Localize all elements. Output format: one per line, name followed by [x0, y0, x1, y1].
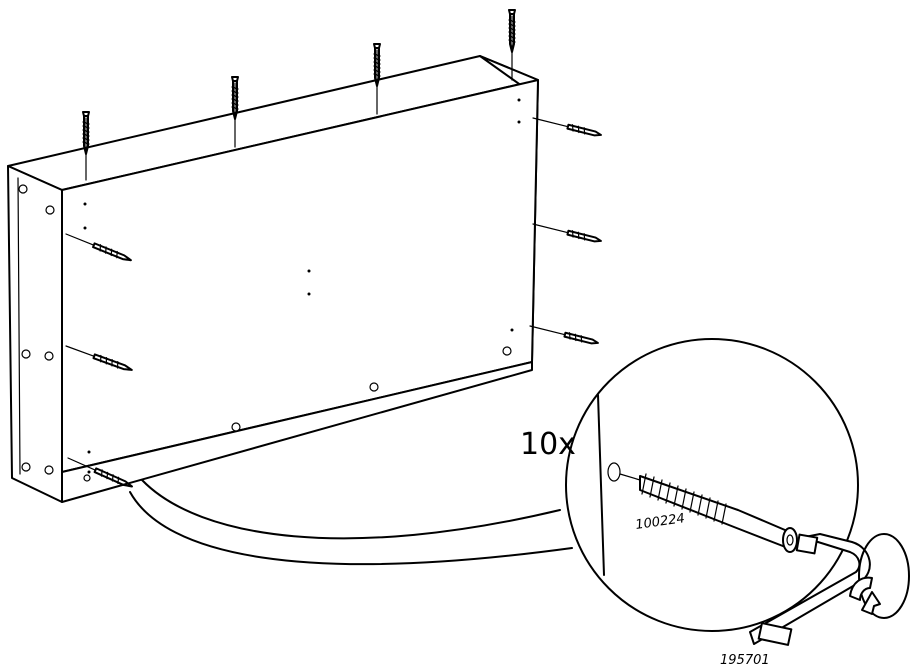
quantity-label: 10x — [520, 427, 576, 462]
detail-callout — [565, 338, 859, 632]
screw-icon — [231, 76, 239, 148]
screw-icon — [373, 43, 381, 115]
screw-icon — [67, 457, 133, 488]
screw-icon — [532, 117, 602, 137]
part-number-allen-key: 195701 — [720, 653, 770, 668]
screw-icon — [82, 111, 90, 181]
right-screws — [529, 117, 602, 345]
screw-icon — [619, 473, 798, 553]
screw-icon — [508, 9, 516, 81]
top-screws — [82, 9, 516, 181]
clockwise-arrow-icon — [849, 533, 910, 619]
part-number-screw: 100224 — [634, 511, 685, 533]
cabinet-frame — [7, 55, 539, 503]
screw-icon — [529, 325, 599, 345]
screw-icon — [65, 345, 133, 371]
left-screws — [65, 233, 133, 488]
callout-connector — [129, 479, 573, 566]
left-side-panel — [7, 165, 63, 503]
screw-icon — [532, 223, 602, 243]
bottom-panel — [61, 361, 533, 503]
screw-icon — [65, 233, 132, 262]
allen-key-icon — [749, 533, 871, 646]
